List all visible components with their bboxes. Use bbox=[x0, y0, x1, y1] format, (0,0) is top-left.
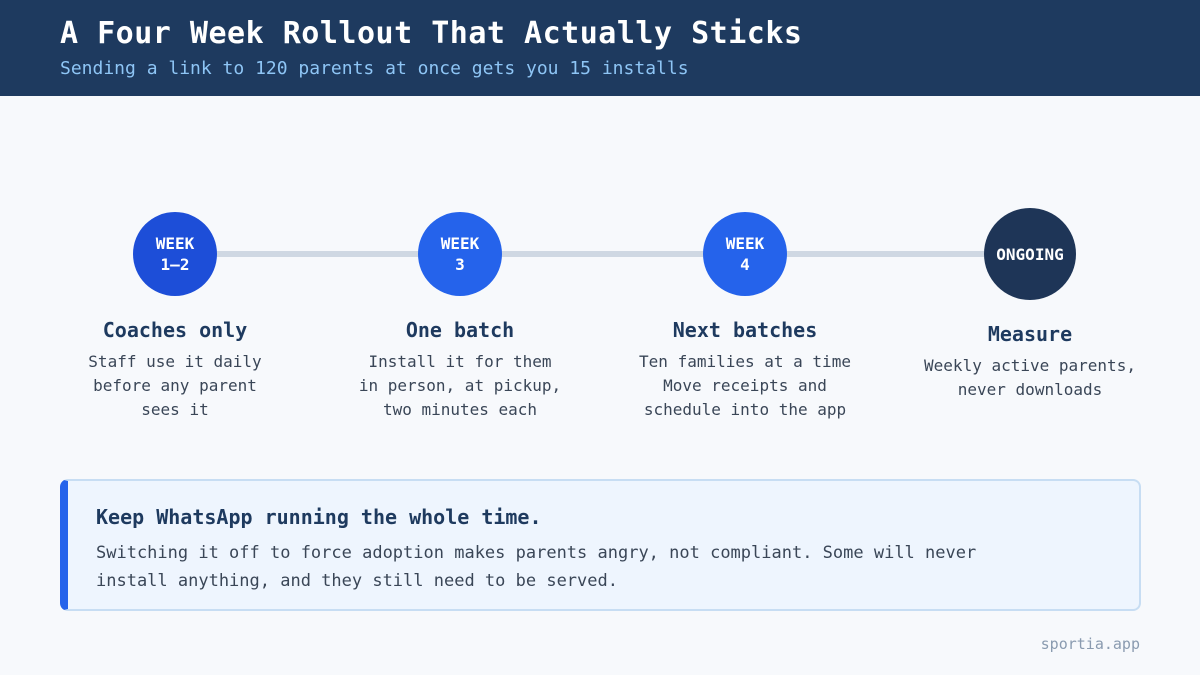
header: A Four Week Rollout That Actually Sticks… bbox=[0, 0, 1200, 96]
step-desc-line: two minutes each bbox=[382, 400, 538, 419]
step-desc-line: Weekly active parents, bbox=[924, 356, 1136, 375]
step-badge-line1: ONGOING bbox=[996, 244, 1064, 264]
step-title: One batch bbox=[405, 318, 515, 342]
step-desc-line: Staff use it daily bbox=[88, 352, 262, 371]
timeline-step-week-1-2: WEEK 1–2 Coaches only Staff use it daily… bbox=[55, 200, 295, 422]
timeline: WEEK 1–2 Coaches only Staff use it daily… bbox=[0, 200, 1200, 440]
page-subtitle: Sending a link to 120 parents at once ge… bbox=[60, 58, 689, 79]
step-desc-line: Install it for them bbox=[368, 352, 552, 371]
step-badge-line1: WEEK bbox=[155, 234, 195, 253]
step-badge: ONGOING bbox=[984, 208, 1076, 300]
step-desc-line: schedule into the app bbox=[643, 400, 847, 419]
step-desc-line: before any parent bbox=[93, 376, 257, 395]
step-desc-line: Ten families at a time bbox=[639, 352, 851, 371]
timeline-track bbox=[175, 251, 1030, 257]
step-description: Staff use it daily before any parent see… bbox=[55, 350, 295, 422]
timeline-step-week-3: WEEK 3 One batch Install it for them in … bbox=[340, 200, 580, 422]
step-desc-line: in person, at pickup, bbox=[358, 376, 562, 395]
step-badge-line1: WEEK bbox=[725, 234, 765, 253]
callout-body: Switching it off to force adoption makes… bbox=[96, 543, 977, 591]
step-description: Weekly active parents, never downloads bbox=[910, 354, 1150, 402]
step-title: Measure bbox=[987, 322, 1073, 346]
footer-brand: sportia.app bbox=[1040, 635, 1140, 653]
timeline-step-ongoing: ONGOING Measure Weekly active parents, n… bbox=[910, 200, 1150, 402]
step-badge-line2: 4 bbox=[740, 255, 750, 274]
timeline-step-week-4: WEEK 4 Next batches Ten families at a ti… bbox=[625, 200, 865, 422]
step-desc-line: never downloads bbox=[957, 380, 1103, 399]
step-badge: WEEK 3 bbox=[418, 212, 502, 296]
step-badge: WEEK 4 bbox=[703, 212, 787, 296]
step-badge: WEEK 1–2 bbox=[133, 212, 217, 296]
step-desc-line: sees it bbox=[141, 400, 209, 419]
step-description: Install it for them in person, at pickup… bbox=[340, 350, 580, 422]
callout-title: Keep WhatsApp running the whole time. bbox=[96, 505, 542, 529]
step-desc-line: Move receipts and bbox=[663, 376, 827, 395]
step-badge-line2: 1–2 bbox=[160, 255, 190, 274]
page-title: A Four Week Rollout That Actually Sticks bbox=[60, 16, 803, 51]
callout-box: Keep WhatsApp running the whole time. Sw… bbox=[60, 479, 1141, 611]
step-title: Coaches only bbox=[102, 318, 248, 342]
step-badge-line2: 3 bbox=[455, 255, 465, 274]
step-badge-line1: WEEK bbox=[440, 234, 480, 253]
step-title: Next batches bbox=[672, 318, 818, 342]
step-description: Ten families at a time Move receipts and… bbox=[625, 350, 865, 422]
